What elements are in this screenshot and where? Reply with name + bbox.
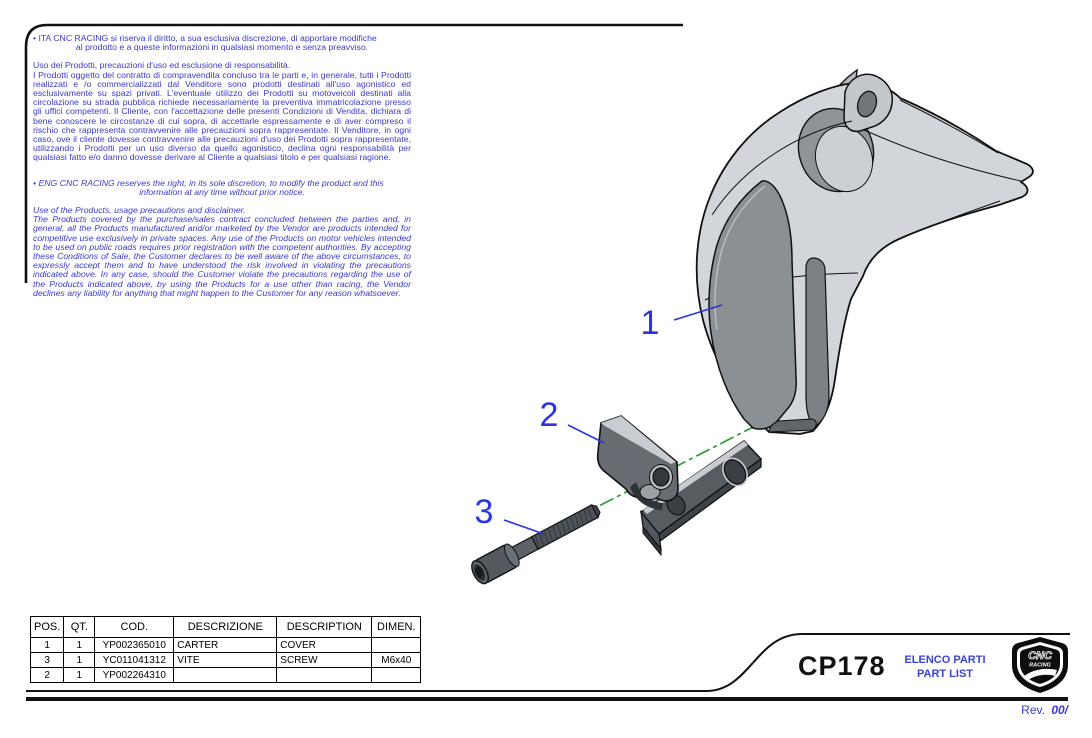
cell-qt: 1 — [63, 637, 96, 653]
eng-notice-line2: information at any time without prior no… — [139, 186, 305, 197]
cell-descrizione: CARTER — [173, 637, 278, 653]
bracket-hole-vertical — [652, 467, 670, 487]
callout-3: 3 — [475, 493, 494, 531]
table-row: 3 1 YC011041312 VITE SCREW M6x40 — [29, 652, 422, 668]
cell-pos: 2 — [29, 667, 65, 683]
table-row: 2 1 YP002264310 — [29, 667, 422, 683]
callouts: 1 2 3 — [475, 304, 723, 535]
cover-leg-bottom — [768, 418, 817, 433]
revision-label: Rev. — [1021, 703, 1045, 717]
cell-dimen — [371, 637, 422, 653]
eng-notice: • ENG CNC RACING reserves the right, in … — [33, 177, 411, 197]
ita-notice-line1: CNC RACING si riserva il diritto, a sua … — [53, 33, 377, 43]
ita-notice: • ITA CNC RACING si riserva il diritto, … — [33, 33, 411, 53]
cell-qt: 1 — [63, 667, 96, 683]
callout-2: 2 — [540, 396, 559, 434]
revision: Rev. 00/ — [960, 703, 1068, 717]
screw-part — [471, 504, 601, 585]
revision-value: 00/ — [1051, 703, 1068, 717]
col-description: DESCRIPTION — [276, 616, 373, 638]
cover-leg-channel — [805, 257, 830, 428]
col-qt: QT. — [63, 616, 96, 638]
cell-description: SCREW — [276, 652, 373, 668]
logo-swoosh — [1023, 668, 1057, 681]
cell-cod: YC011041312 — [94, 652, 175, 668]
callout-2-leader — [567, 424, 605, 444]
col-cod: COD. — [94, 616, 175, 638]
cell-cod: YP002264310 — [94, 667, 175, 683]
logo-text-racing: RACING — [1029, 663, 1051, 669]
bracket-hole-right — [723, 459, 747, 485]
cell-dimen — [371, 667, 422, 683]
callout-3-leader — [503, 519, 545, 535]
eng-label: • ENG — [33, 177, 58, 188]
logo-text-cnc: CNC — [1028, 650, 1053, 662]
ita-body: I Prodotti oggetto del contratto di comp… — [33, 69, 411, 163]
table-header-row: POS. QT. COD. DESCRIZIONE DESCRIPTION DI… — [29, 616, 422, 638]
callout-1: 1 — [641, 304, 660, 342]
product-code: CP178 — [798, 651, 886, 681]
part-list-title: ELENCO PARTI PART LIST — [890, 653, 1000, 681]
eng-body-title: Use of the Products, usage precautions a… — [33, 205, 246, 216]
cover-inner-panel — [708, 180, 797, 430]
eng-notice-line1: CNC RACING reserves the right, in its so… — [59, 177, 384, 188]
cell-descrizione — [173, 667, 278, 683]
screw-hex-socket — [475, 565, 484, 579]
bracket-part — [596, 415, 763, 557]
cell-description: COVER — [276, 637, 373, 653]
eng-section: • ENG CNC RACING reserves the right, in … — [33, 177, 411, 298]
col-descrizione: DESCRIZIONE — [173, 616, 278, 638]
disclaimer-block: • ITA CNC RACING si riserva il diritto, … — [33, 33, 411, 298]
cover-part — [695, 68, 1034, 435]
col-dimen: DIMEN. — [371, 616, 422, 638]
callout-1-leader — [673, 304, 723, 321]
part-list-title-ita: ELENCO PARTI — [904, 654, 986, 666]
cover-tab-hole — [856, 90, 878, 118]
col-pos: POS. — [29, 616, 65, 638]
eng-body: The Products covered by the purchase/sal… — [33, 214, 411, 298]
cell-pos: 3 — [29, 652, 65, 668]
part-list-title-eng: PART LIST — [916, 668, 973, 680]
cell-descrizione: VITE — [173, 652, 278, 668]
ita-notice-line2: al prodotto e a queste informazioni in q… — [75, 42, 369, 53]
cnc-racing-logo: CNC RACING — [1012, 637, 1068, 693]
ita-label: • ITA — [33, 33, 51, 43]
ita-body-title: Uso dei Prodotti, precauzioni d'uso ed e… — [33, 60, 291, 71]
cell-description — [276, 667, 373, 683]
cell-qt: 1 — [63, 652, 96, 668]
cell-dimen: M6x40 — [371, 652, 422, 668]
screw-threads — [534, 506, 593, 549]
table-row: 1 1 YP002365010 CARTER COVER — [29, 637, 422, 653]
cell-pos: 1 — [29, 637, 65, 653]
parts-table: POS. QT. COD. DESCRIZIONE DESCRIPTION DI… — [29, 616, 422, 683]
title-block-divider — [26, 633, 1070, 692]
cell-cod: YP002365010 — [94, 637, 175, 653]
sheet-frame-border — [24, 23, 683, 283]
